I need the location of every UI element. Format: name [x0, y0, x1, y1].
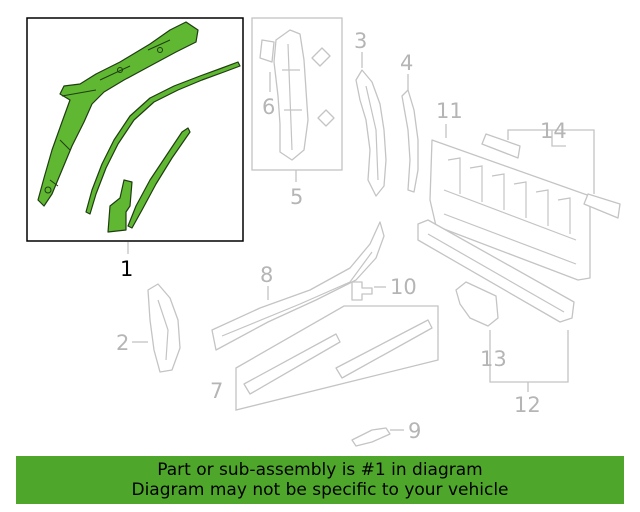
part-2-pillar-base[interactable] [147, 283, 181, 373]
group-7-box [235, 305, 439, 411]
callout-7-label[interactable]: 7 [210, 379, 223, 403]
part-6-bracket[interactable] [259, 39, 275, 63]
callout-11-label[interactable]: 11 [436, 99, 463, 123]
part-3-pillar[interactable] [355, 69, 387, 197]
callout-13-label[interactable]: 13 [480, 347, 507, 371]
callout-3-label[interactable]: 3 [354, 29, 367, 53]
center-pillar-reinforcement[interactable] [273, 29, 309, 161]
pillar-bracket[interactable] [107, 179, 133, 233]
callout-5-label[interactable]: 5 [290, 185, 303, 209]
part-10-bolt[interactable] [351, 281, 373, 301]
callout-2-label[interactable]: 2 [116, 331, 129, 355]
part-12-crossmember[interactable] [417, 219, 575, 323]
part-14-bracket-a[interactable] [481, 133, 521, 159]
callout-12-label[interactable]: 12 [514, 393, 541, 417]
small-plate-a[interactable] [311, 47, 331, 67]
callout-1-label[interactable]: 1 [120, 257, 133, 281]
pillar-inner-panel[interactable] [37, 21, 199, 207]
part-7-rail-b[interactable] [335, 319, 433, 379]
part-14-bracket-b[interactable] [583, 193, 621, 219]
part-8-rocker-sill[interactable] [211, 221, 385, 351]
callout-8-label[interactable]: 8 [260, 263, 273, 287]
part-info-banner: Part or sub-assembly is #1 in diagram Di… [16, 456, 624, 504]
small-plate-b[interactable] [317, 109, 335, 127]
part-13-latch-bracket[interactable] [455, 281, 499, 327]
callout-6-label[interactable]: 6 [262, 95, 275, 119]
banner-line-1: Part or sub-assembly is #1 in diagram [157, 460, 483, 480]
banner-line-2: Diagram may not be specific to your vehi… [131, 480, 509, 500]
weatherstrip-lower[interactable] [127, 127, 191, 229]
part-9-plate[interactable] [351, 427, 391, 447]
callout-14-label[interactable]: 14 [540, 119, 567, 143]
part-7-rail-a[interactable] [243, 333, 341, 395]
callout-9-label[interactable]: 9 [408, 419, 421, 443]
callout-4-label[interactable]: 4 [400, 51, 413, 75]
weatherstrip-outer[interactable] [85, 61, 241, 215]
part-4-strip[interactable] [401, 89, 419, 193]
callout-10-label[interactable]: 10 [390, 275, 417, 299]
